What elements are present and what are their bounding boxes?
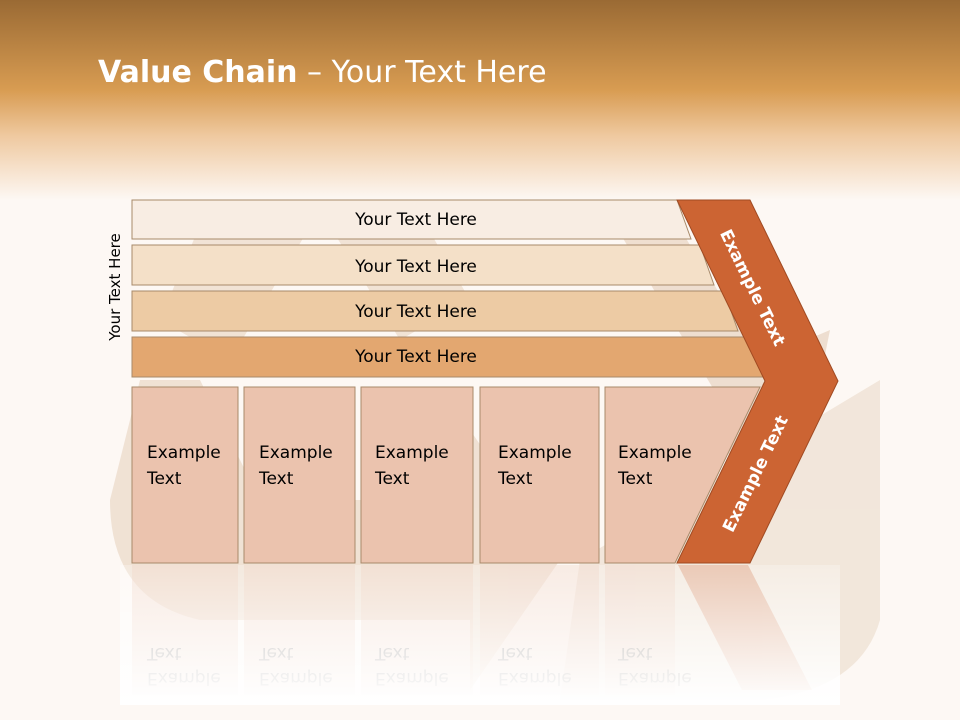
column-4-line2: Text bbox=[497, 469, 533, 489]
column-4: Example Text bbox=[479, 386, 600, 564]
column-1: Example Text bbox=[131, 386, 239, 564]
title-bold: Value Chain bbox=[98, 55, 298, 90]
column-5-line2: Text bbox=[617, 469, 653, 489]
slide-title: Value Chain – Your Text Here bbox=[98, 55, 547, 90]
row-1: Your Text Here bbox=[131, 199, 692, 240]
column-1-line2: Text bbox=[146, 469, 182, 489]
column-3-line1: Example bbox=[375, 443, 449, 463]
column-2-line2: Text bbox=[258, 469, 294, 489]
column-1-line1: Example bbox=[147, 443, 221, 463]
row-2-label: Your Text Here bbox=[354, 257, 477, 277]
column-5-line1: Example bbox=[618, 443, 692, 463]
column-3-line2: Text bbox=[374, 469, 410, 489]
column-5: Example Text bbox=[604, 386, 761, 564]
column-3: Example Text bbox=[360, 386, 474, 564]
row-4: Your Text Here bbox=[131, 336, 764, 378]
title-rest: – Your Text Here bbox=[297, 55, 547, 90]
column-2: Example Text bbox=[243, 386, 356, 564]
row-3: Your Text Here bbox=[131, 290, 739, 332]
column-2-line1: Example bbox=[259, 443, 333, 463]
row-2: Your Text Here bbox=[131, 244, 715, 286]
column-4-line1: Example bbox=[498, 443, 572, 463]
row-1-label: Your Text Here bbox=[354, 210, 477, 230]
row-3-label: Your Text Here bbox=[354, 302, 477, 322]
row-4-label: Your Text Here bbox=[354, 347, 477, 367]
